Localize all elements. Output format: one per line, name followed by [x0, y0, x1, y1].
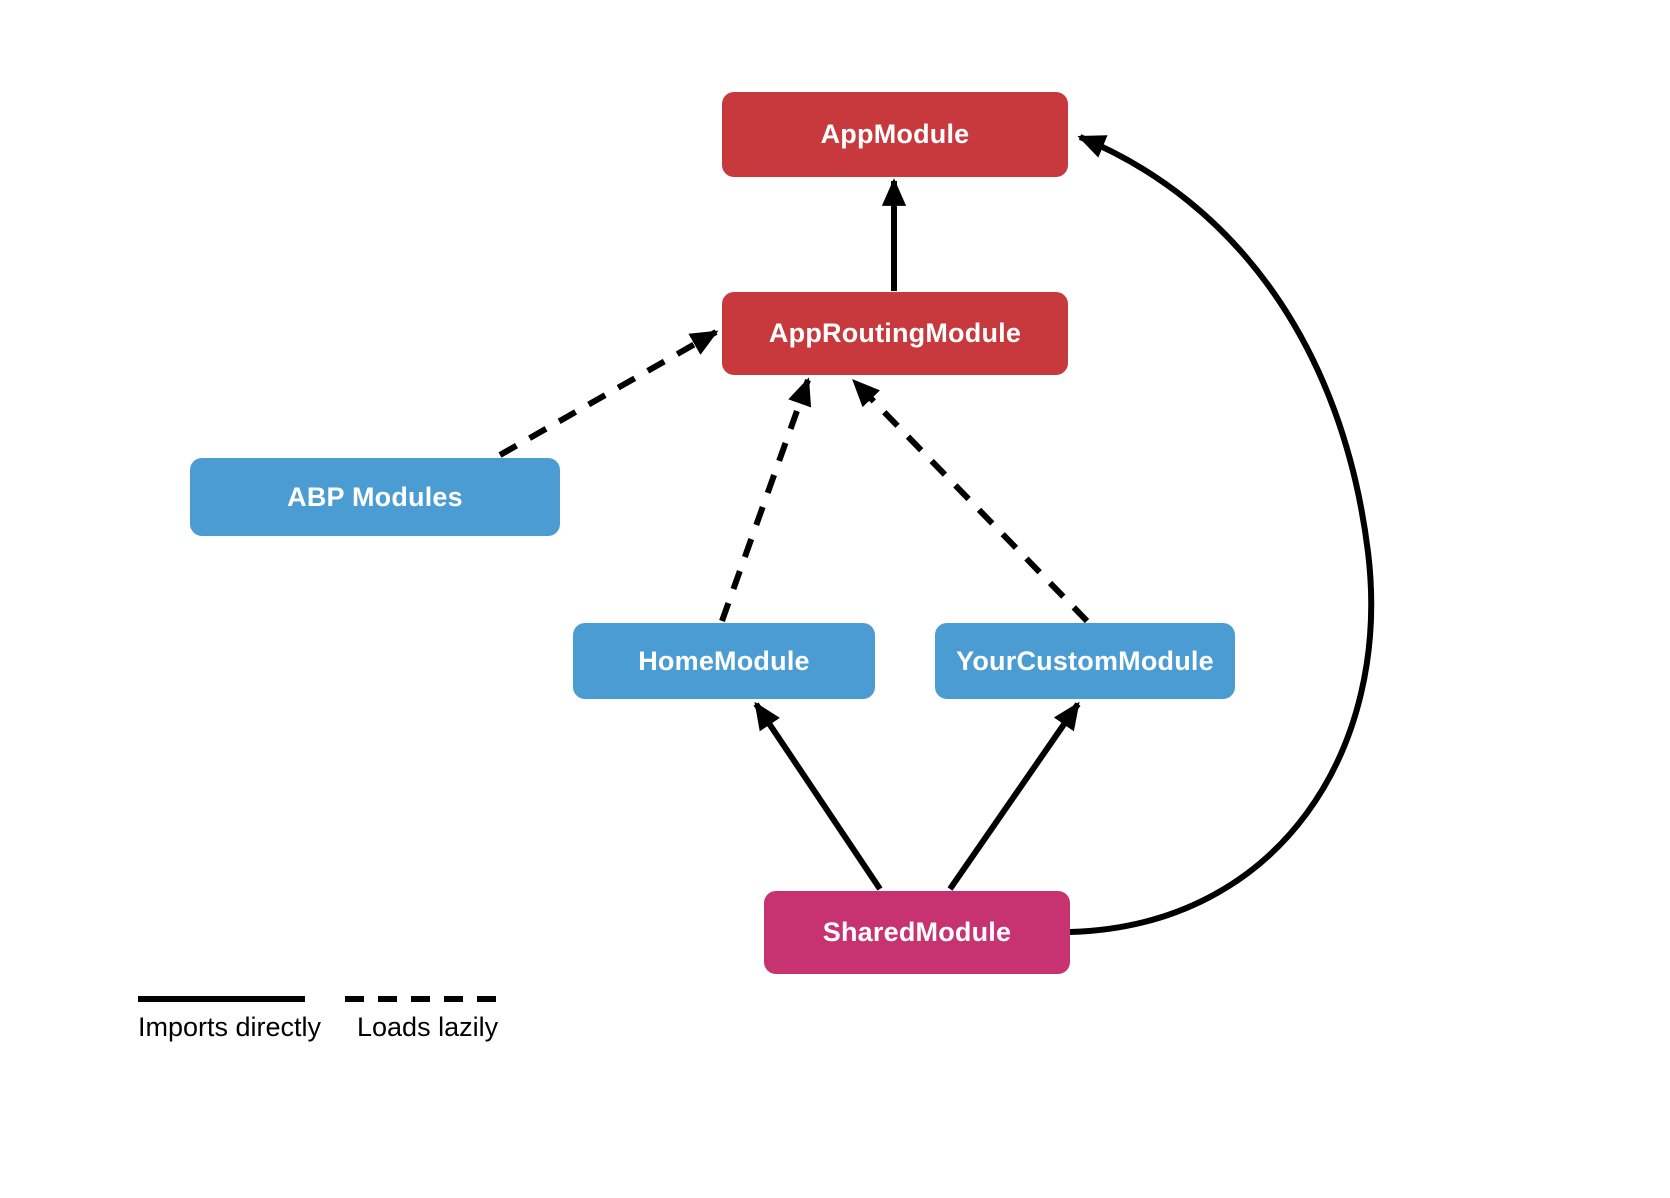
node-shared-module: SharedModule — [764, 891, 1070, 974]
edge-shared-to-custom — [947, 701, 1081, 891]
node-app-module: AppModule — [722, 92, 1068, 177]
edge-abp-to-approuting — [498, 329, 719, 458]
legend-label-loads-lazily: Loads lazily — [357, 1012, 499, 1042]
edge-home-to-approuting — [719, 377, 812, 623]
node-home-module-label: HomeModule — [638, 645, 810, 676]
node-app-routing-module-label: AppRoutingModule — [768, 318, 1022, 348]
node-app-routing-module: AppRoutingModule — [722, 292, 1068, 375]
edge-shared-to-app-curve — [1069, 134, 1375, 935]
node-shared-module-label: SharedModule — [822, 917, 1012, 947]
node-abp-modules: ABP Modules — [190, 458, 560, 536]
legend-label-imports-directly: Imports directly — [138, 1012, 322, 1042]
node-abp-modules-label: ABP Modules — [287, 481, 463, 512]
node-home-module: HomeModule — [573, 623, 875, 699]
node-your-custom-module-label: YourCustomModule — [956, 645, 1214, 676]
node-your-custom-module: YourCustomModule — [935, 623, 1235, 699]
node-app-module-label: AppModule — [820, 119, 970, 149]
edge-shared-to-home — [753, 701, 883, 891]
edge-custom-to-approuting — [851, 378, 1090, 624]
